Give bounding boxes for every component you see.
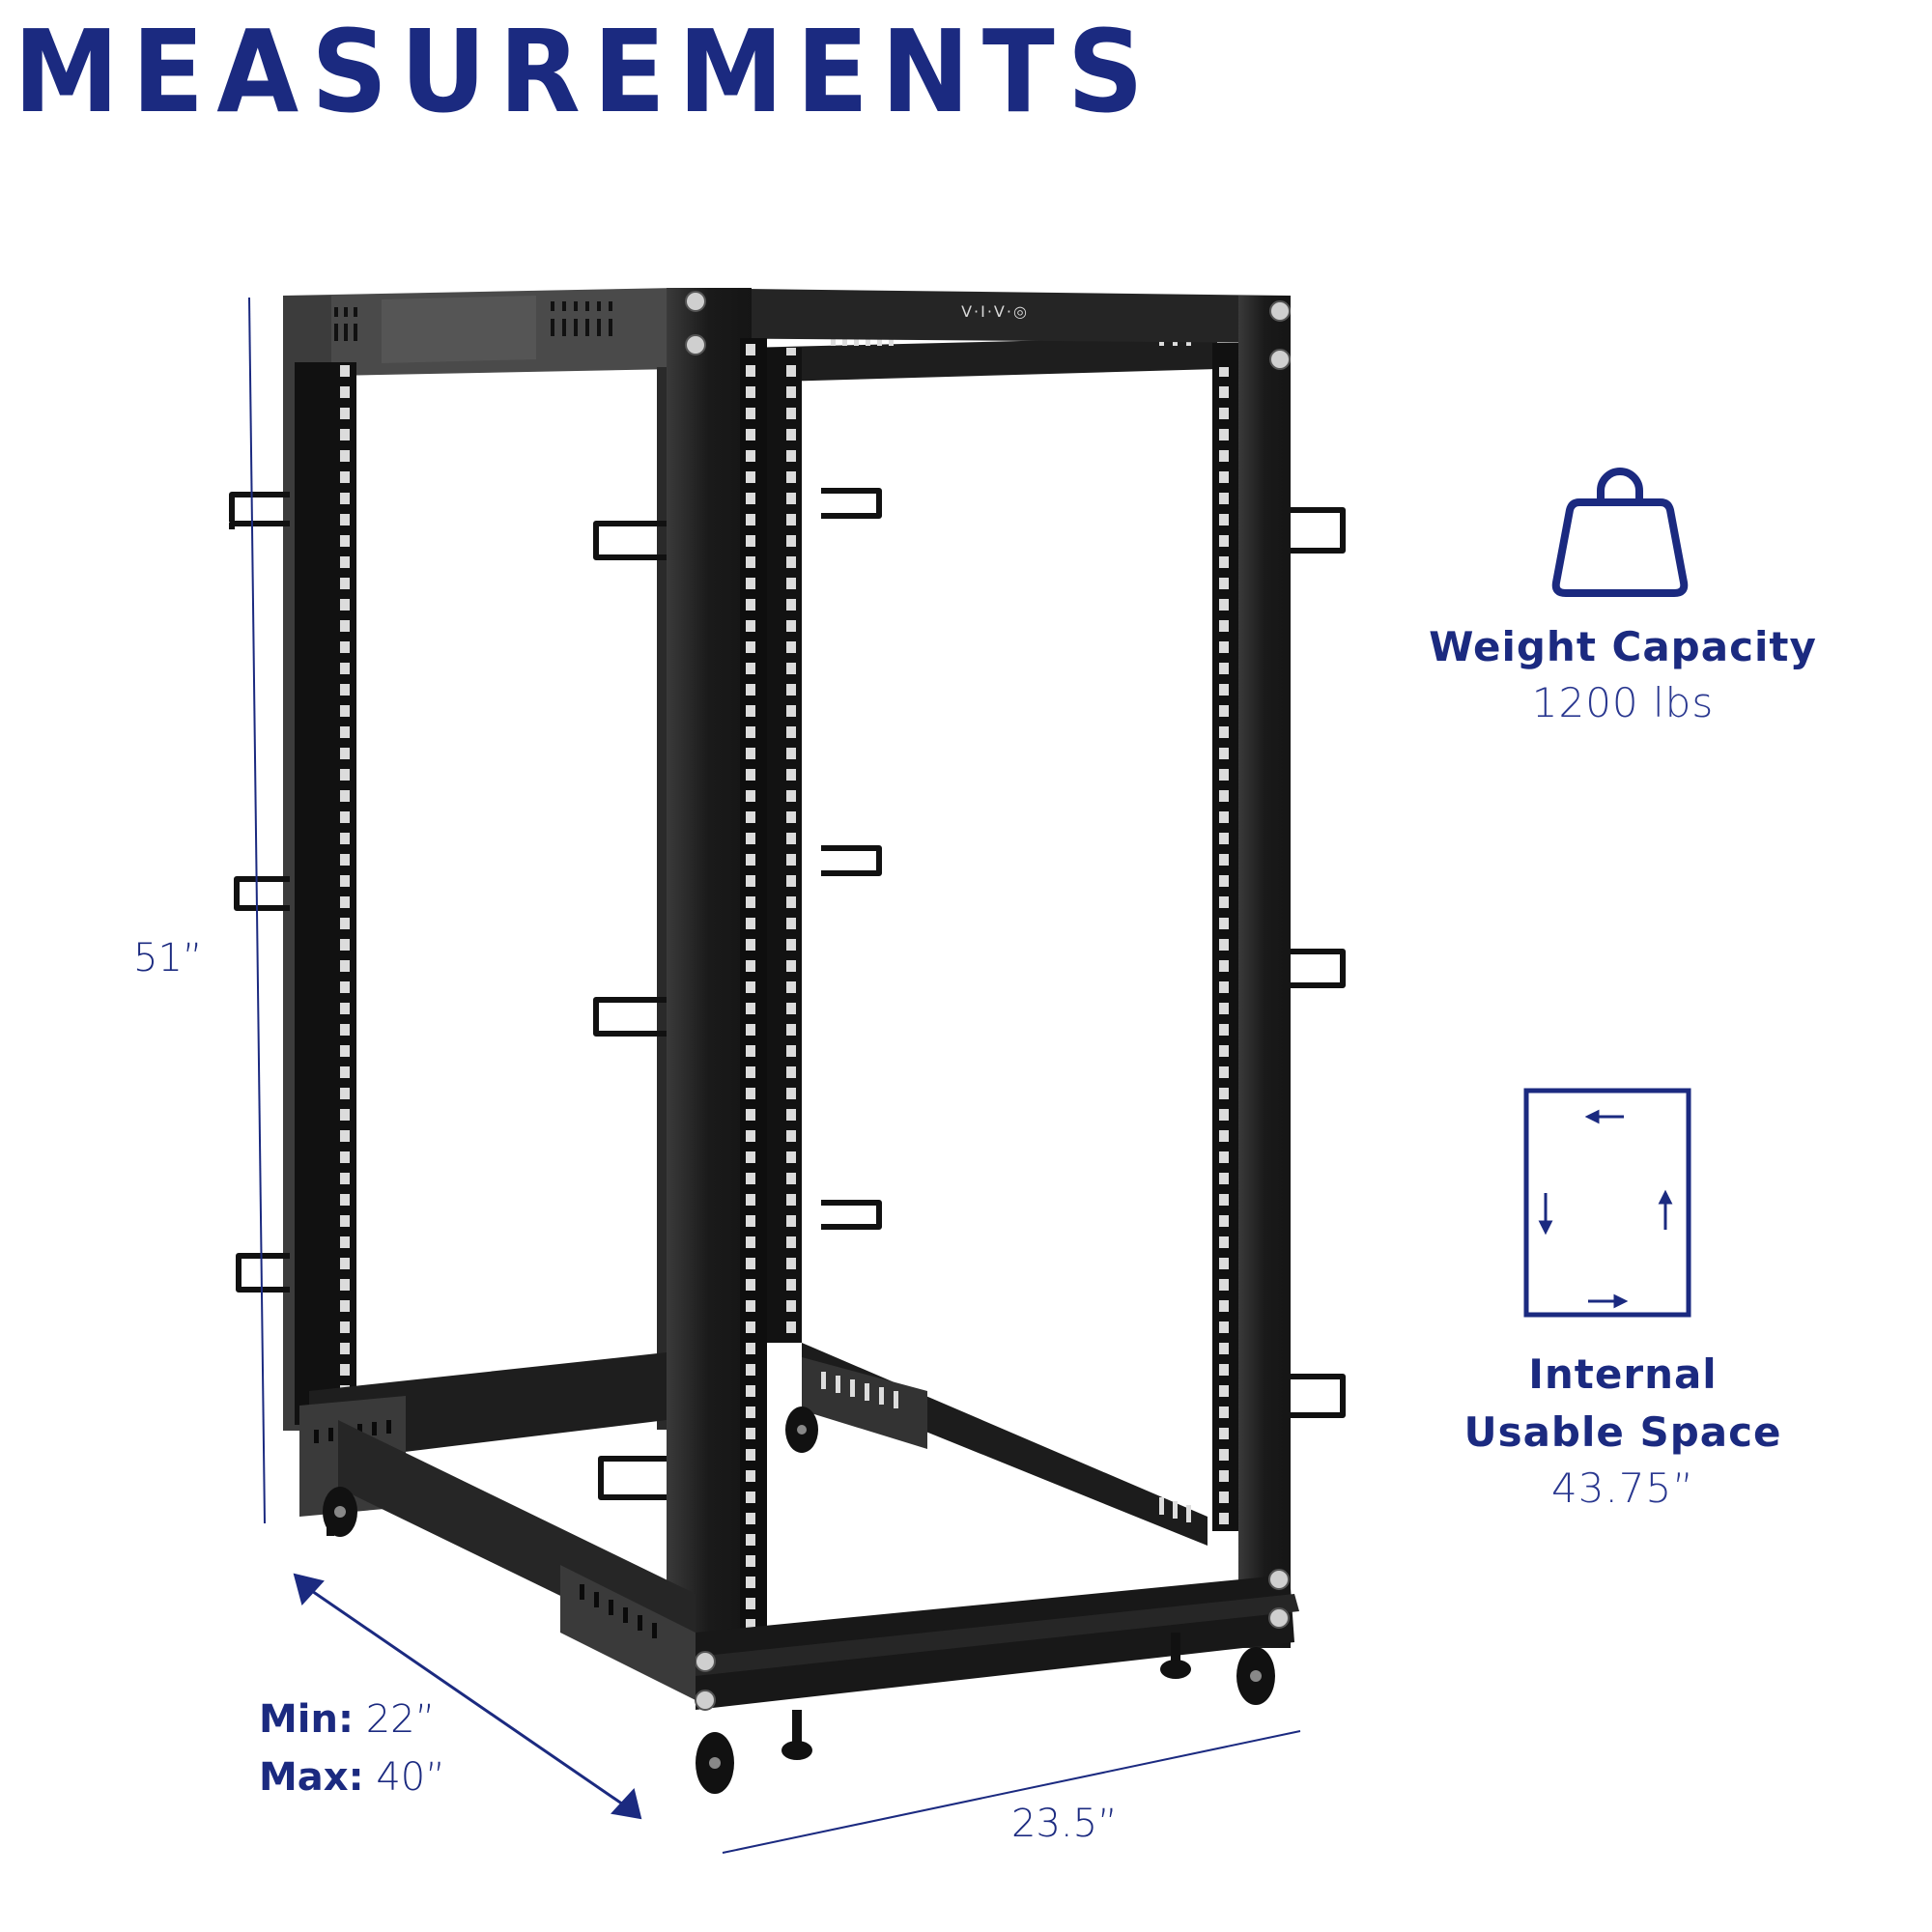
weight-capacity-title: Weight Capacity <box>1429 623 1817 670</box>
page-title: MEASUREMENTS <box>14 5 1156 138</box>
width-dimension-line <box>722 1730 1301 1854</box>
weight-capacity-value: 1200 lbs <box>1531 679 1715 726</box>
rear-right-frame <box>744 332 1239 1546</box>
internal-space-title-line2: Usable Space <box>1463 1408 1782 1456</box>
depth-dimension-line <box>308 1587 627 1808</box>
internal-space-icon <box>1523 1088 1691 1318</box>
depth-min-label: Min: 22” <box>259 1698 435 1741</box>
depth-min-value: 22” <box>365 1697 436 1742</box>
casters <box>323 1406 1275 1794</box>
depth-arrowhead-end <box>611 1787 642 1820</box>
weight-icon <box>1551 468 1689 597</box>
cable-management-hooks <box>229 488 1346 1500</box>
depth-max-key: Max: <box>259 1755 364 1800</box>
depth-max-label: Max: 40” <box>259 1756 445 1799</box>
depth-arrowhead-start <box>293 1573 325 1606</box>
dimension-lines <box>248 297 1301 1854</box>
weight-capacity-feature: Weight Capacity 1200 lbs <box>1406 618 1840 730</box>
brand-logo: V·I·V·◎ <box>961 302 1029 321</box>
internal-space-value: 43.75” <box>1551 1464 1694 1512</box>
height-dimension-line <box>248 297 266 1524</box>
internal-space-feature: Internal Usable Space 43.75” <box>1420 1346 1826 1516</box>
height-label: 51” <box>133 936 203 980</box>
front-frame <box>338 288 1299 1711</box>
depth-min-key: Min: <box>259 1697 354 1742</box>
internal-space-title-line1: Internal <box>1528 1350 1718 1398</box>
rear-frame <box>283 288 676 1517</box>
depth-max-value: 40” <box>376 1755 445 1800</box>
width-label: 23.5” <box>1011 1802 1118 1846</box>
